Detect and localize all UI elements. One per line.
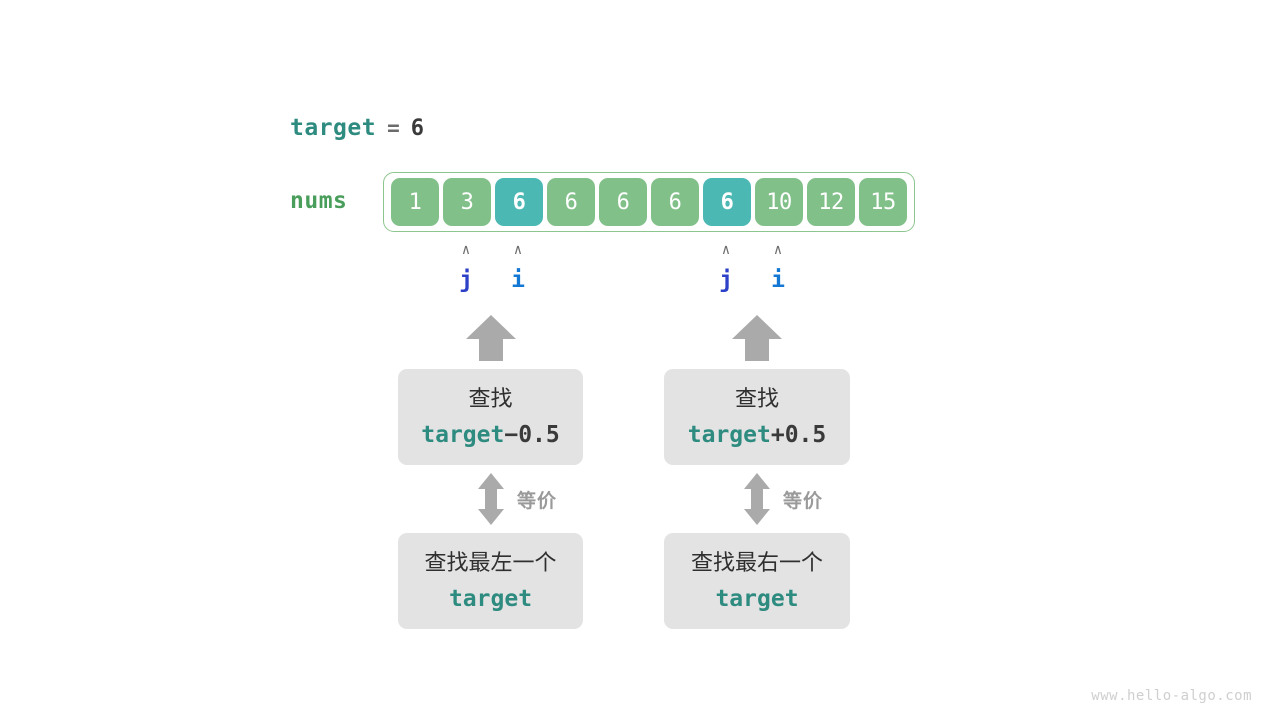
caret-icon: ∧	[721, 242, 731, 258]
equivalence-left: 等价	[477, 472, 557, 526]
target-variable-label: target	[290, 115, 377, 141]
search-box-rightmost-line1: 查找最右一个	[690, 551, 823, 576]
array-cell[interactable]: 6	[547, 178, 595, 226]
pointer-label: i	[771, 267, 785, 293]
search-box-target-plus: 查找 target+0.5	[664, 369, 850, 465]
array-cell[interactable]: 10	[755, 178, 803, 226]
double-arrow-right-icon	[743, 472, 771, 526]
token-target-left-bottom: target	[448, 586, 533, 612]
equals-sign: =	[387, 116, 400, 140]
amount-right-top: 0.5	[784, 422, 827, 448]
array-cell[interactable]: 6	[651, 178, 699, 226]
search-box-target-minus: 查找 target−0.5	[398, 369, 583, 465]
pointer-label: i	[511, 267, 525, 293]
equivalence-right-label: 等价	[783, 489, 824, 512]
array-cell[interactable]: 6	[599, 178, 647, 226]
token-target-right-bottom: target	[715, 586, 799, 612]
target-value: 6	[410, 115, 424, 141]
pointer-i: ∧i	[758, 243, 798, 292]
array-cell[interactable]: 6	[703, 178, 751, 226]
up-arrow-right	[729, 313, 785, 363]
search-box-leftmost-line1: 查找最左一个	[424, 551, 557, 576]
search-box-rightmost-expression: target	[715, 585, 798, 613]
pointer-j: ∧j	[706, 243, 746, 292]
array-cell[interactable]: 12	[807, 178, 855, 226]
operator-right-top: +	[770, 422, 785, 448]
token-target-right-top: target	[687, 422, 771, 448]
pointer-j: ∧j	[446, 243, 486, 292]
amount-left-top: 0.5	[518, 422, 560, 448]
caret-icon: ∧	[513, 242, 523, 258]
search-box-rightmost-target: 查找最右一个 target	[664, 533, 850, 629]
caret-icon: ∧	[461, 242, 471, 258]
array-cell[interactable]: 6	[495, 178, 543, 226]
token-target-left-top: target	[421, 422, 505, 448]
search-box-right-line1: 查找	[734, 387, 779, 412]
array-cell[interactable]: 3	[443, 178, 491, 226]
pointer-label: j	[459, 267, 473, 293]
equivalence-left-label: 等价	[517, 489, 558, 512]
target-declaration: target = 6	[290, 112, 424, 144]
double-arrow-left-icon	[477, 472, 505, 526]
equivalence-right: 等价	[743, 472, 823, 526]
search-box-left-expression: target−0.5	[421, 421, 560, 449]
array-cell[interactable]: 15	[859, 178, 907, 226]
caret-icon: ∧	[773, 242, 783, 258]
nums-array-label: nums	[290, 188, 348, 214]
pointer-i: ∧i	[498, 243, 538, 292]
pointer-label: j	[719, 267, 733, 293]
site-watermark: www.hello-algo.com	[1091, 688, 1252, 704]
search-box-leftmost-expression: target	[449, 585, 532, 613]
search-box-right-expression: target+0.5	[688, 421, 827, 449]
search-box-leftmost-target: 查找最左一个 target	[398, 533, 583, 629]
search-box-left-line1: 查找	[468, 387, 513, 412]
up-arrow-left	[463, 313, 519, 363]
array-cell[interactable]: 1	[391, 178, 439, 226]
operator-left-top: −	[504, 422, 519, 448]
